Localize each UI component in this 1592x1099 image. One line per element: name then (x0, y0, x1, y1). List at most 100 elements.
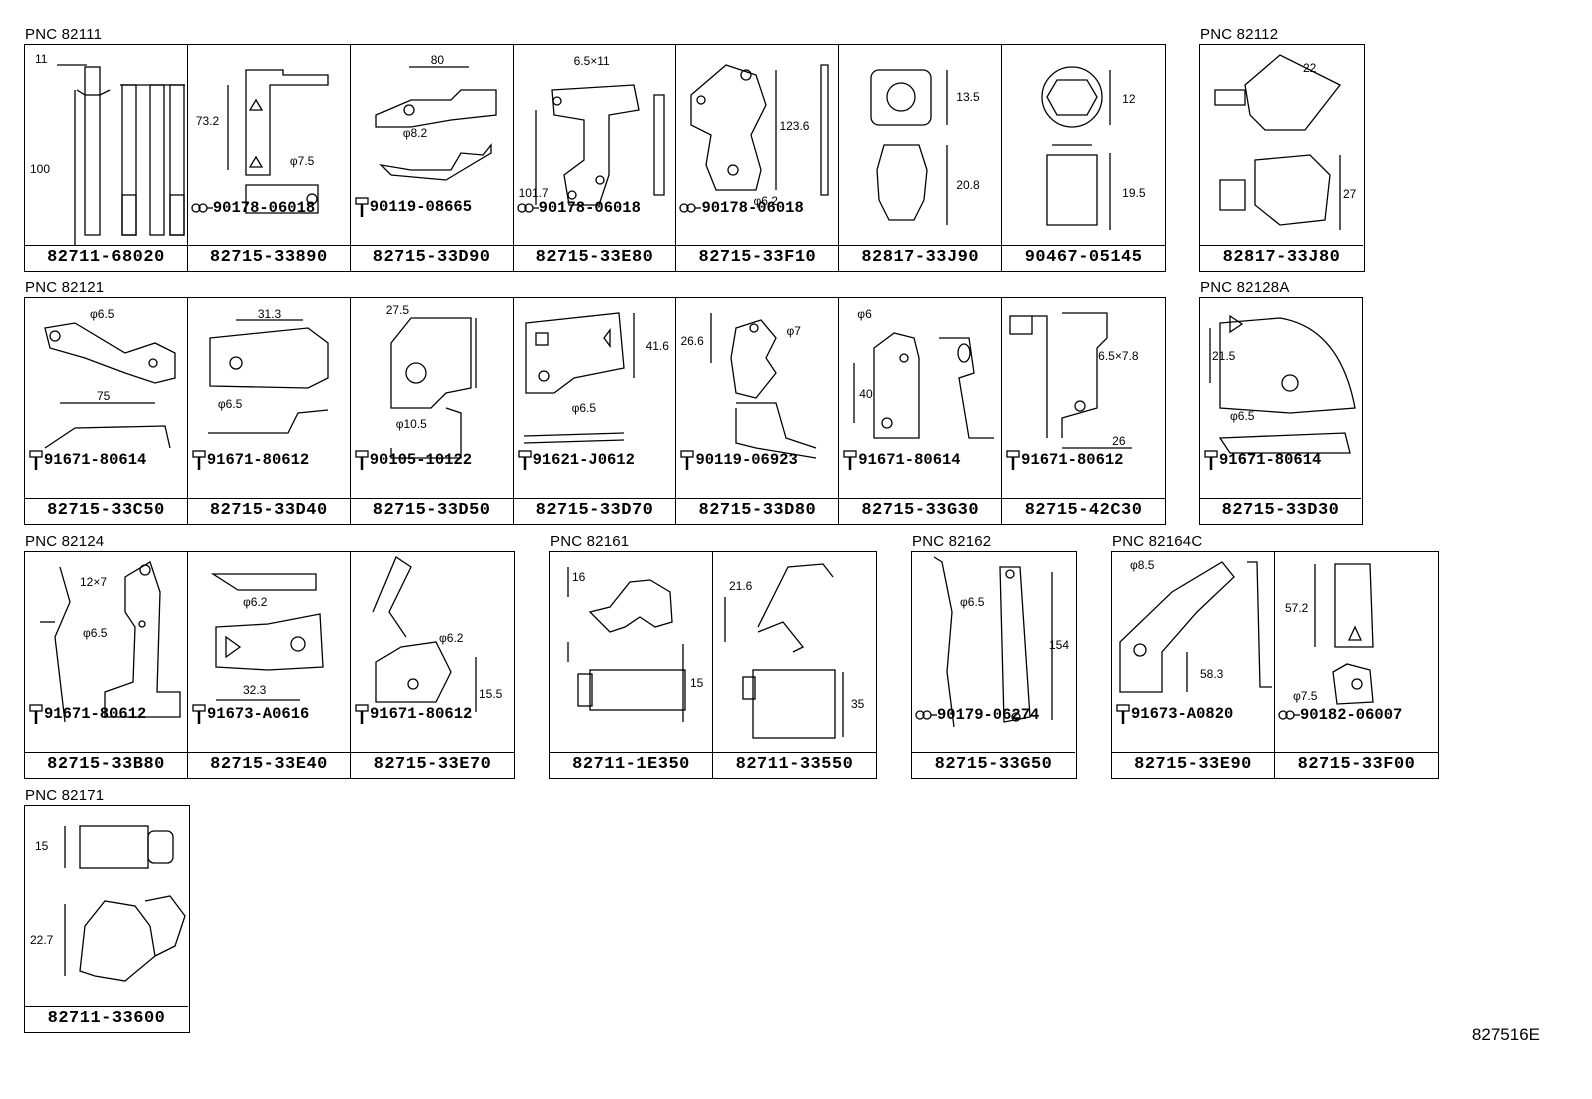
bolt-icon (192, 450, 206, 470)
part-cell[interactable]: 80 φ8.2 90119-08665 82715-33D90 (350, 45, 514, 271)
dimension-label: 35 (851, 697, 865, 711)
bolt-icon (1006, 450, 1020, 470)
fastener-number: 90178-06018 (212, 199, 316, 217)
part-cell[interactable]: 57.2 φ7.5 90182-06007 82715-33F00 (1275, 552, 1438, 778)
part-number[interactable]: 82715-33E90 (1112, 752, 1274, 778)
part-drawing: 15 22.7 (25, 806, 188, 1006)
part-number[interactable]: 82715-33G50 (912, 752, 1075, 778)
part-number[interactable]: 82715-33D50 (350, 498, 513, 524)
fastener[interactable]: 90179-06274 (915, 706, 1039, 724)
part-cell[interactable]: 27.5 φ10.5 90105-10122 82715-33D50 (350, 298, 514, 524)
part-number[interactable]: 82715-33D80 (676, 498, 839, 524)
dimension-label: 58.3 (1200, 667, 1224, 681)
fastener[interactable]: 90182-06007 (1278, 706, 1402, 724)
part-cell[interactable]: 15 22.7 82711-33600 (25, 806, 188, 1032)
part-number[interactable]: 82715-33D90 (350, 245, 513, 271)
bracket-drawing (1009, 312, 1133, 449)
bracket-drawing (390, 317, 477, 459)
part-number[interactable]: 82715-33E70 (351, 752, 514, 778)
fastener[interactable]: 91671-80612 (191, 450, 309, 470)
part-cell[interactable]: 26.6 φ7 90119-06923 82715-33D80 (676, 298, 840, 524)
part-drawing: 22 27 (1200, 45, 1363, 245)
pnc-label: PNC 82161 (550, 533, 630, 550)
pnc-label: PNC 82162 (912, 533, 992, 550)
part-number[interactable]: 82715-33B80 (25, 752, 187, 778)
fastener-number: 91673-A0616 (207, 705, 310, 723)
part-cell[interactable]: φ6.2 15.5 91671-80612 82715-33E70 (351, 552, 514, 778)
fastener[interactable]: 91671-80612 (28, 704, 146, 724)
part-cell[interactable]: φ6 40 91671-80614 82715-33G30 (839, 298, 1003, 524)
part-cell[interactable]: 12 19.5 90467-05145 (1002, 45, 1166, 271)
pnc-label: PNC 82124 (25, 533, 105, 550)
part-cell[interactable]: φ8.5 58.3 91673-A0820 82715-33E90 (1112, 552, 1275, 778)
part-number[interactable]: 82715-33C50 (25, 498, 187, 524)
dimension-label: 31.3 (257, 307, 282, 321)
part-number[interactable]: 82715-42C30 (1002, 498, 1166, 524)
part-cell[interactable]: φ6.5 154 90179-06274 82715-33G50 (912, 552, 1075, 778)
dimension-label: 75 (97, 389, 111, 403)
part-cell[interactable]: 22 27 82817-33J80 (1200, 45, 1363, 271)
part-drawing: 21.5 φ6.5 91671-80614 (1200, 298, 1361, 498)
fastener[interactable]: 91671-80612 (1005, 450, 1123, 470)
part-number[interactable]: 82711-68020 (25, 245, 187, 271)
part-number[interactable]: 82715-33F00 (1275, 752, 1438, 778)
part-cell[interactable]: 6.5×7.8 26 91671-80612 82715-42C30 (1002, 298, 1166, 524)
fastener[interactable]: 91673-A0616 (191, 704, 309, 724)
clip-drawing (57, 64, 185, 245)
part-number[interactable]: 82715-33E40 (188, 752, 350, 778)
fastener[interactable]: 90178-06018 (679, 199, 804, 217)
part-number[interactable]: 82715-33890 (187, 245, 350, 271)
part-cell[interactable]: 11 100 82711-68020 (25, 45, 188, 271)
fastener[interactable]: 91621-J0612 (517, 450, 635, 470)
part-number[interactable]: 82715-33D70 (513, 498, 676, 524)
part-number[interactable]: 82711-33550 (713, 752, 876, 778)
bracket-drawing (933, 556, 1053, 728)
fastener[interactable]: 90105-10122 (354, 450, 472, 470)
clip-icon (1278, 710, 1300, 720)
dimension-label: 40 (859, 387, 873, 401)
part-cell[interactable]: 13.5 20.8 82817-33J90 (839, 45, 1003, 271)
fastener[interactable]: 90178-06018 (516, 199, 641, 217)
fastener[interactable]: 91671-80612 (354, 704, 472, 724)
part-cell[interactable]: 41.6 φ6.5 91621-J0612 82715-33D70 (513, 298, 677, 524)
fastener[interactable]: 90119-06923 (679, 450, 798, 470)
part-number[interactable]: 82715-33F10 (676, 245, 839, 271)
part-group-82112: 22 27 82817-33J80 (1199, 44, 1365, 272)
dimension-label: φ6.5 (1230, 409, 1255, 423)
bracket-drawing (1119, 561, 1272, 693)
fastener[interactable]: 90178-06018 (191, 199, 315, 217)
part-cell[interactable]: φ6.5 75 91671-80614 82715-33C50 (25, 298, 188, 524)
part-cell[interactable]: 31.3 φ6.5 91671-80612 82715-33D40 (187, 298, 351, 524)
part-number[interactable]: 82711-33600 (25, 1006, 188, 1032)
part-drawing: φ6.2 32.3 91673-A0616 (188, 552, 350, 752)
part-number[interactable]: 82817-33J80 (1200, 245, 1363, 271)
part-cell[interactable]: 6.5×11 101.7 90178-06018 82715-33E80 (513, 45, 677, 271)
part-number[interactable]: 82817-33J90 (839, 245, 1002, 271)
fastener[interactable]: 91673-A0820 (1115, 704, 1233, 724)
dimension-label: 27.5 (385, 303, 410, 317)
fastener[interactable]: 91671-80614 (28, 450, 146, 470)
fastener[interactable]: 90119-08665 (354, 197, 472, 217)
part-number[interactable]: 90467-05145 (1002, 245, 1166, 271)
part-number[interactable]: 82715-33G30 (839, 498, 1002, 524)
fastener[interactable]: 91671-80614 (1203, 450, 1321, 470)
fastener[interactable]: 91671-80614 (842, 450, 961, 470)
bracket-drawing (227, 69, 329, 214)
part-cell[interactable]: φ6.2 32.3 91673-A0616 82715-33E40 (188, 552, 351, 778)
part-cell[interactable]: 21.5 φ6.5 91671-80614 82715-33D30 (1200, 298, 1361, 524)
part-cell[interactable]: 12×7 φ6.5 91671-80612 82715-33B80 (25, 552, 188, 778)
part-number[interactable]: 82715-33E80 (513, 245, 676, 271)
pnc-label: PNC 82128A (1200, 279, 1290, 296)
clip-drawing (567, 567, 686, 722)
part-cell[interactable]: 16 15 82711-1E350 (550, 552, 713, 778)
part-drawing: 6.5×11 101.7 90178-06018 (514, 45, 676, 245)
part-cell[interactable]: 73.2 φ7.5 90178-06018 82715-33890 (187, 45, 351, 271)
part-number[interactable]: 82715-33D40 (187, 498, 350, 524)
part-cell[interactable]: 123.6 φ6.2 90178-06018 82715-33F10 (676, 45, 840, 271)
fastener-number: 91671-80614 (858, 451, 961, 469)
part-number[interactable]: 82715-33D30 (1200, 498, 1361, 524)
dimension-label: 15 (35, 839, 49, 853)
pnc-label: PNC 82111 (25, 26, 103, 43)
part-number[interactable]: 82711-1E350 (550, 752, 712, 778)
part-cell[interactable]: 21.6 35 82711-33550 (713, 552, 876, 778)
